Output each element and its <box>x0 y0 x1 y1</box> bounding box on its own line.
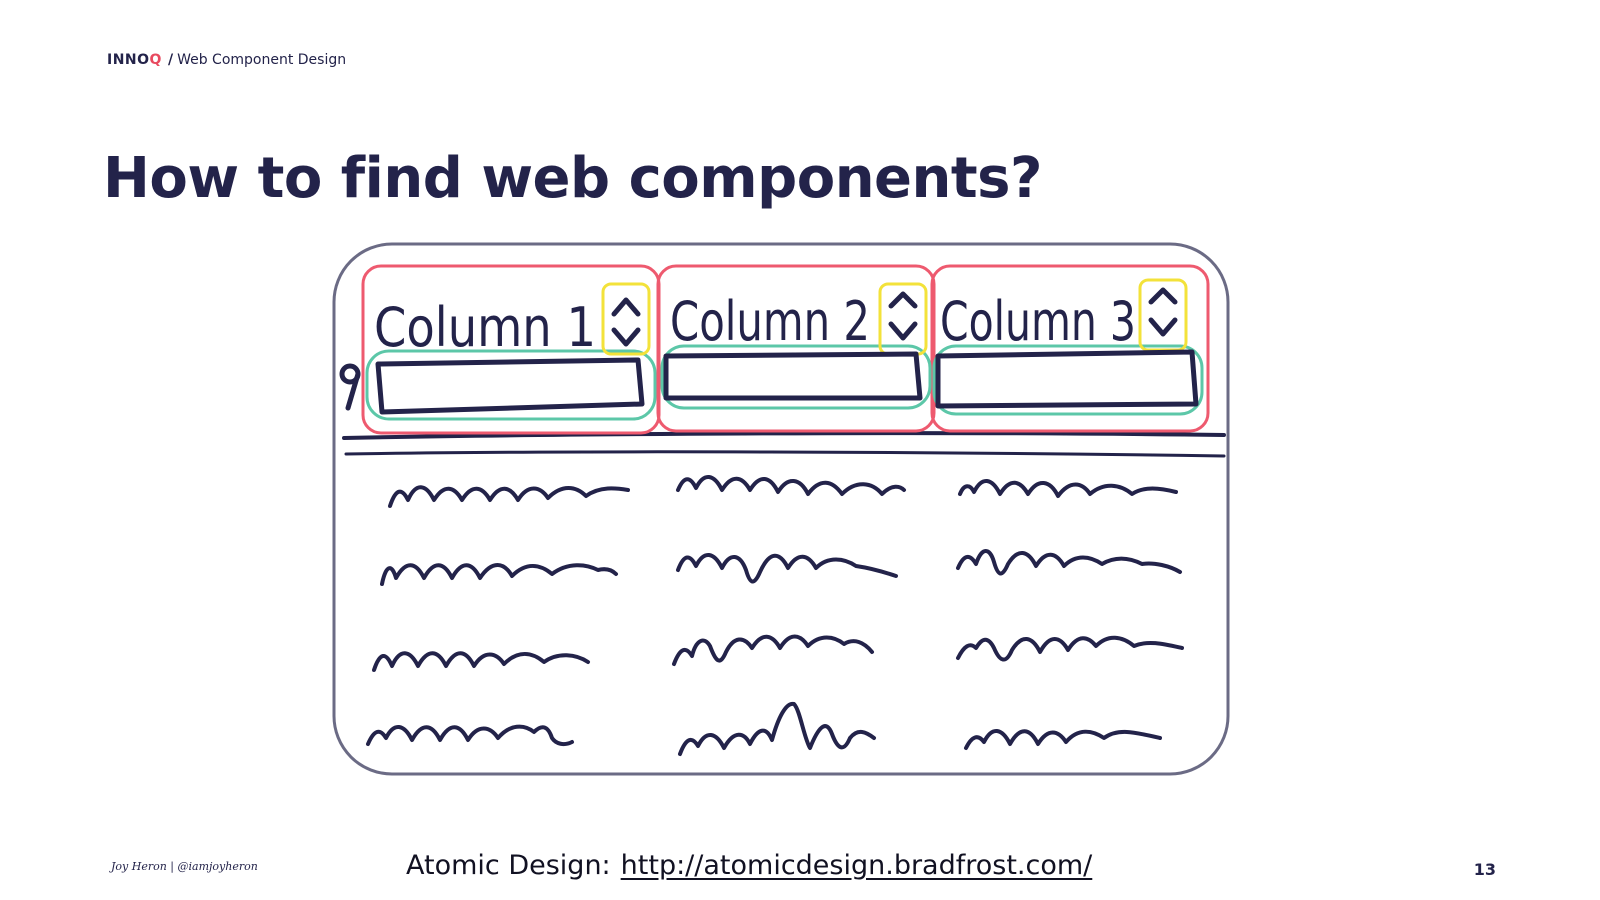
brand-separator: / <box>167 52 174 68</box>
atomic-design-link[interactable]: http://atomicdesign.bradfrost.com/ <box>620 850 1093 881</box>
cell-placeholder <box>676 475 906 496</box>
page-number: 13 <box>1473 860 1496 879</box>
sort-icon <box>888 291 918 341</box>
cell-placeholder <box>678 701 876 756</box>
column-header-label: Column 3 <box>940 290 1136 353</box>
cell-placeholder <box>672 634 874 666</box>
innoq-logo: INNOQ <box>107 52 162 68</box>
column-header-label: Column 2 <box>670 290 870 353</box>
header-divider <box>342 431 1226 440</box>
sort-icon-outline <box>601 282 651 356</box>
cell-placeholder <box>380 563 618 586</box>
table-sketch-illustration: Column 1 Column 2 Column 3 <box>332 242 1230 776</box>
brand-header: INNOQ / Web Component Design <box>107 52 346 68</box>
footer-reference: Atomic Design: http://atomicdesign.bradf… <box>406 850 1092 881</box>
footer-author: Joy Heron | @iamjoyheron <box>111 860 258 873</box>
header-divider <box>344 450 1226 458</box>
filter-input-box <box>375 357 645 415</box>
filter-input-box <box>663 351 923 401</box>
filter-icon <box>339 363 361 411</box>
column-header-label: Column 1 <box>374 296 596 359</box>
filter-input-outline <box>365 349 657 421</box>
cell-placeholder <box>372 651 590 672</box>
table-frame <box>332 242 1230 776</box>
cell-placeholder <box>366 724 574 747</box>
cell-placeholder <box>964 729 1162 750</box>
cell-placeholder <box>956 635 1184 662</box>
presentation-title: Web Component Design <box>177 52 347 68</box>
cell-placeholder <box>388 485 630 508</box>
reference-prefix: Atomic Design: <box>406 850 611 881</box>
cell-placeholder <box>958 479 1178 498</box>
cell-placeholder <box>956 549 1182 576</box>
column-header-outline <box>656 264 936 433</box>
sort-icon <box>1148 287 1178 337</box>
cell-placeholder <box>676 553 898 584</box>
filter-input-outline <box>660 344 932 410</box>
slide-title: How to find web components? <box>103 146 1043 211</box>
filter-input-box <box>935 349 1199 409</box>
column-header-outline <box>930 264 1210 433</box>
filter-input-outline <box>932 344 1204 416</box>
sort-icon <box>611 297 641 347</box>
table-body-placeholder <box>366 475 1184 756</box>
